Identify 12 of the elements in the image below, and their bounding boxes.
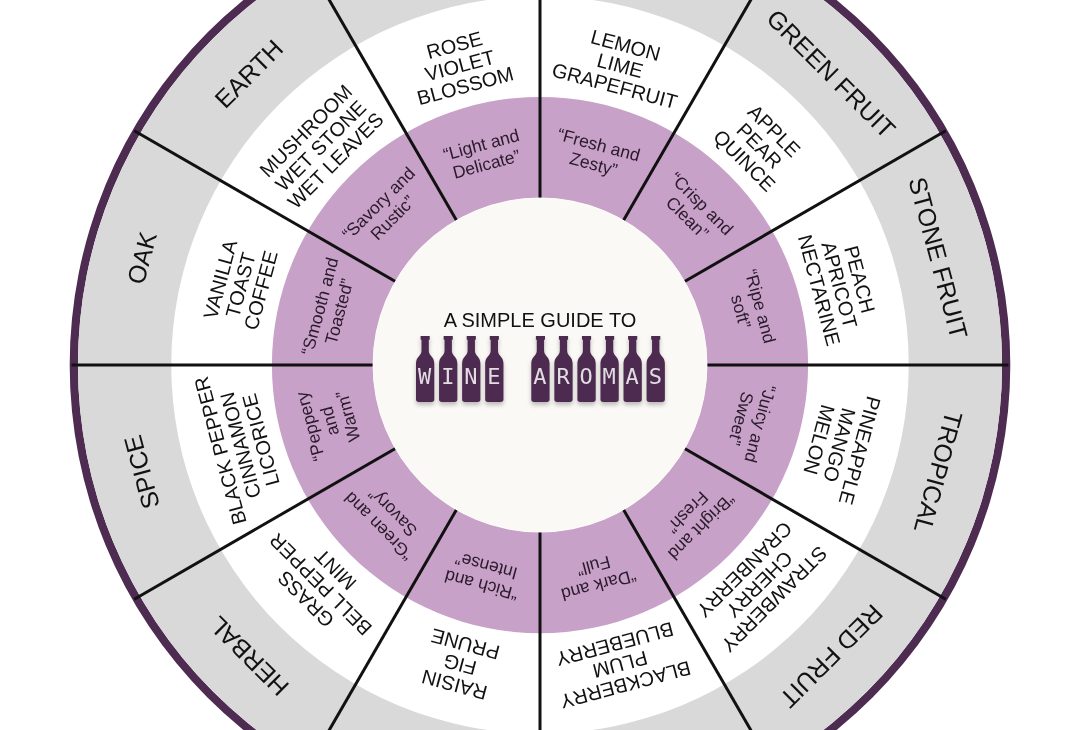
descriptor-text: “Fresh and Zesty” bbox=[550, 124, 643, 185]
descriptor-text: “Dark and Full” bbox=[554, 546, 639, 605]
descriptor-text: “Peppery and Warm” bbox=[292, 379, 368, 464]
descriptor-text: “Smooth and Toasted” bbox=[297, 255, 362, 363]
descriptor-text: “Juicy and Sweet” bbox=[721, 377, 780, 465]
category-label: STONE FRUIT bbox=[904, 174, 972, 342]
category-label: OAK bbox=[123, 229, 162, 288]
category-label: SPICE bbox=[120, 432, 165, 512]
descriptor-text: “Rich and Intense” bbox=[442, 546, 525, 604]
guide-title: A SIMPLE GUIDE TO bbox=[443, 309, 637, 332]
descriptor-text: “Ripe and soft” bbox=[721, 266, 780, 351]
aroma-list: RAISIN FIG PRUNE bbox=[418, 624, 502, 704]
